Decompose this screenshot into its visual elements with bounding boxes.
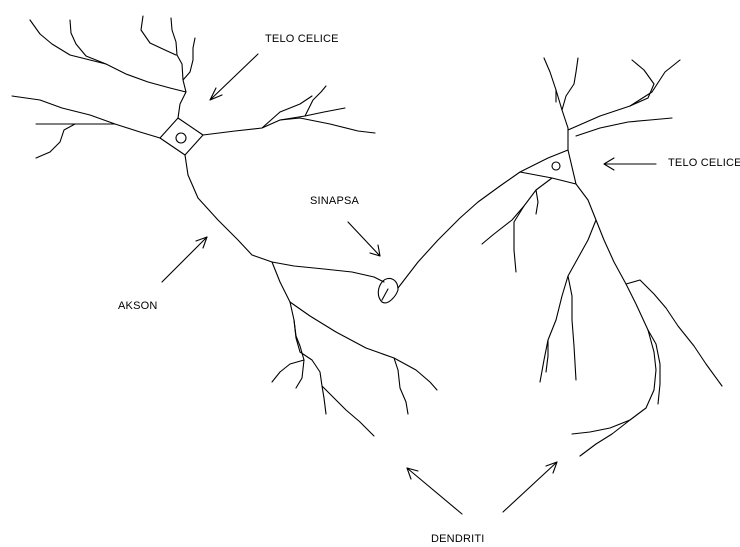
right-input-dendrite bbox=[398, 172, 520, 288]
right-dendrite-up-b1 bbox=[562, 58, 578, 110]
right-dendrite-up-b3 bbox=[568, 60, 680, 130]
left-dendrite-up-b2 bbox=[141, 16, 176, 55]
right-neuron bbox=[398, 58, 722, 456]
right-cell-body bbox=[520, 150, 576, 184]
axon-branch-1f bbox=[394, 358, 408, 414]
label-axon: AKSON bbox=[118, 300, 158, 312]
left-dendrite-up-b1 bbox=[183, 38, 195, 80]
left-axon bbox=[185, 155, 384, 282]
synapse-bulb bbox=[378, 278, 398, 302]
left-dendrite-left-b2 bbox=[36, 124, 75, 158]
right-dendrite-down-1c bbox=[580, 420, 630, 456]
axon-branch-1d bbox=[272, 360, 304, 382]
right-dendrite-down-1a bbox=[626, 280, 722, 386]
synapse-tail bbox=[382, 289, 388, 300]
left-dendrite-right-b2 bbox=[305, 86, 326, 116]
arrow-dendriti-right bbox=[503, 462, 557, 512]
left-dendrite-right bbox=[203, 108, 345, 135]
arrow-telo-celice-right bbox=[604, 158, 656, 170]
right-dendrite-left bbox=[482, 178, 552, 244]
synapse-area bbox=[378, 278, 398, 302]
label-dendrites: DENDRITI bbox=[431, 533, 485, 545]
arrows bbox=[162, 54, 656, 514]
left-dendrite-up-b5 bbox=[30, 20, 90, 60]
right-dendrite-down-2a bbox=[568, 276, 576, 380]
left-dendrite-right-b1 bbox=[280, 118, 375, 133]
right-nucleus bbox=[552, 162, 560, 170]
right-dendrite-up bbox=[544, 58, 568, 150]
arrow-akson bbox=[162, 237, 207, 282]
right-dendrite-down-1 bbox=[572, 184, 656, 434]
label-cell-body-right: TELO CELICE bbox=[668, 157, 740, 169]
arrow-sinapsa bbox=[348, 222, 380, 256]
left-dendrite-up bbox=[171, 18, 186, 118]
left-dendrite-left-b1 bbox=[12, 96, 115, 124]
right-dendrite-up-b4 bbox=[630, 60, 654, 106]
arrow-dendriti-left bbox=[407, 468, 462, 514]
left-dendrite-up-b4 bbox=[70, 20, 106, 64]
left-neuron bbox=[12, 16, 437, 436]
right-dendrite-down-2 bbox=[540, 220, 596, 382]
arrow-telo-celice-left bbox=[210, 54, 258, 100]
left-dendrite-right-b3 bbox=[262, 96, 312, 128]
left-cell-body bbox=[160, 118, 203, 155]
label-synapse: SINAPSA bbox=[310, 195, 359, 207]
axon-branch-1a bbox=[290, 302, 437, 390]
right-dendrite-down-1b bbox=[648, 330, 660, 404]
axon-branch-1e bbox=[322, 386, 374, 436]
axon-branch-1 bbox=[272, 262, 300, 352]
left-dendrite-up-b3 bbox=[90, 60, 186, 92]
left-dendrite-left bbox=[36, 124, 160, 138]
label-cell-body-left: TELO CELICE bbox=[265, 33, 339, 45]
right-dendrite-left-b2 bbox=[536, 190, 538, 214]
left-nucleus bbox=[176, 133, 186, 143]
